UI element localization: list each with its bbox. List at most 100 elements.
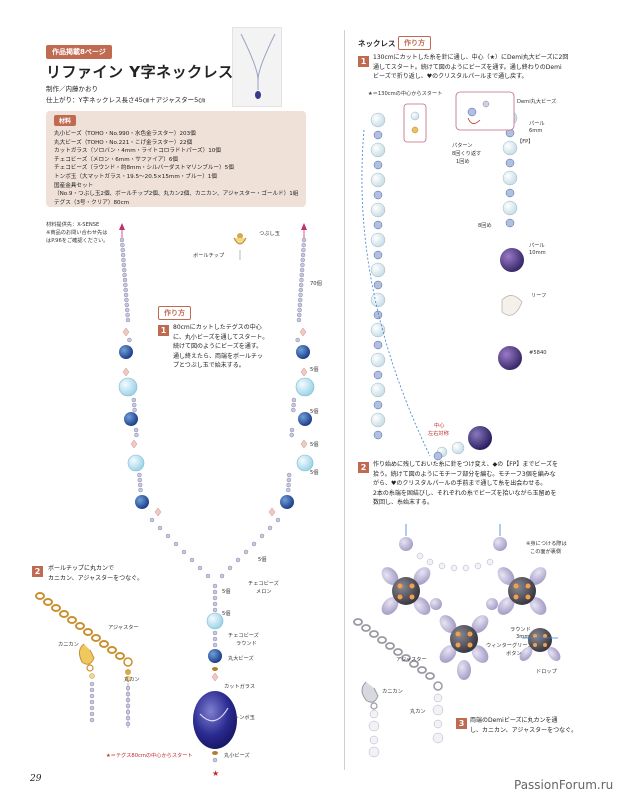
step-line: 数回し、糸始末する。: [373, 499, 434, 507]
howto-badge: 作り方: [158, 306, 191, 320]
step-line: 拾う。続けて図のようにモチーフ部分を編む。モチーフ3個を編みな: [373, 470, 556, 478]
step-line: 2本の糸端を固結びし、それぞれの糸でビーズを拾いながら玉留めを: [373, 489, 557, 497]
seed-bead: [132, 407, 137, 413]
seed-bead: [373, 190, 383, 200]
y-necklace-diagram: ★: [118, 223, 315, 778]
label-count-5: 5個: [310, 367, 319, 373]
step-line: 130cmにカットした糸を針に通し、中心（★）にDemi丸大ビーズに2回: [373, 54, 569, 61]
czech-round-bead: [280, 495, 294, 509]
seed-bead: [370, 322, 386, 338]
label-czech-melon: チェコビーズ: [248, 581, 279, 587]
motif-left: [381, 567, 431, 615]
seed-bead: [370, 412, 386, 428]
seed-bead: [370, 352, 386, 368]
step-line: がら、♥のクリスタルパールの手前まで通して糸を出会わせる。: [373, 480, 547, 488]
supplier-note: 材料提供先：X-SENSE: [46, 222, 100, 228]
product-photo: [232, 27, 282, 107]
seed-bead: [289, 432, 294, 438]
seed-bead: [373, 130, 383, 140]
necklace-pattern-diagram: [361, 91, 524, 461]
label-cutglass: カットガラス: [224, 684, 256, 690]
seed-bead: [373, 160, 383, 170]
material-item: トンボ玉（大マットガラス・19.5〜20.5×15mm・ブルー）1個: [54, 173, 217, 180]
seed-bead: [295, 337, 300, 343]
watermark: PassionForum.ru: [514, 778, 614, 792]
seed-bead: [297, 302, 303, 308]
label-marusho: 丸小ビーズ: [224, 753, 250, 759]
seed-bead: [137, 477, 143, 483]
label-adjuster: アジャスター: [108, 625, 139, 631]
seed-bead: [298, 282, 304, 288]
page-title: リファイン Y字ネックレス: [46, 63, 234, 81]
page-reference-badge: 作品掲載8ページ: [46, 45, 112, 59]
label-round-size: 3mm: [516, 634, 530, 640]
seed-bead: [289, 427, 295, 433]
step-line: カニカン、アジャスターをつなぐ。: [48, 574, 144, 582]
inquiry-note-2: はP.96をご確認ください。: [46, 238, 109, 244]
seed-bead: [373, 220, 383, 230]
seed-bead: [123, 292, 129, 298]
label-kanikan: カニカン: [382, 689, 403, 695]
label-5840: #5840: [529, 350, 547, 356]
wear-note-2: この面が裏側: [530, 549, 562, 555]
material-item: チェコビーズ（ラウンド・約8mm・シルバーダストマリンブルー）5個: [54, 165, 234, 172]
label-count-5: 5個: [310, 442, 319, 448]
label-czech-round-shape: ラウンド: [236, 641, 257, 647]
seed-bead: [370, 232, 386, 248]
seed-bead: [121, 262, 127, 268]
step-line: ビーズで折り返し、♥のクリスタルパールまで通し戻す。: [373, 73, 528, 81]
label-pearl-10-size: 10mm: [529, 250, 546, 256]
label-wintergreen: ウィンターグリーン: [486, 643, 533, 649]
label-kanikan: カニカン: [58, 642, 79, 648]
seed-bead: [373, 250, 383, 260]
seed-bead: [502, 140, 518, 156]
seed-bead: [121, 257, 126, 263]
seed-bead: [297, 312, 302, 318]
step-line: 作り始めに残しておいた糸に針をつけ変え、◆の【FP】までビーズを: [373, 461, 559, 468]
label-symmetry: 左右対称: [428, 431, 449, 437]
seed-bead: [299, 277, 304, 283]
step-line: 通し終えたら、両端をボールチッ: [173, 352, 264, 360]
right-strand: [286, 237, 307, 493]
seed-bead: [505, 188, 515, 198]
inquiry-note: ※商品のお問い合わせ先は: [46, 230, 108, 236]
seed-bead: [502, 200, 518, 216]
czech-round-bead: [135, 495, 149, 509]
seed-bead: [137, 482, 143, 488]
label-czech-melon-shape: メロン: [256, 589, 272, 595]
seed-bead: [370, 172, 386, 188]
step-line: ボールチップに丸カンで: [48, 565, 115, 572]
label-ballchip: ボールチップ: [193, 253, 225, 259]
label-round: ラウンド: [510, 627, 531, 633]
seed-bead: [124, 297, 129, 303]
left-strand: [119, 237, 143, 493]
seed-bead: [505, 158, 515, 168]
right-step3-instructions: 両端のDemiビーズに丸カンを通 し、カニカン、アジャスターをつなぐ。: [470, 716, 577, 735]
right-clasp-diagram: [353, 618, 444, 758]
seed-bead: [373, 310, 383, 320]
materials-box: 材料 丸小ビーズ（TOHO・No.990・水色金ラスター）203個 丸大ビーズ（…: [46, 111, 306, 207]
step-line: プとつぶし玉で始末する。: [173, 362, 245, 370]
label-center: 中心: [434, 423, 445, 429]
seed-bead: [298, 292, 303, 298]
seed-bead: [296, 317, 302, 323]
czech-round-bead: [296, 345, 310, 359]
seed-bead: [120, 252, 126, 258]
seed-bead: [286, 487, 291, 493]
step-number: 1: [358, 56, 369, 67]
label-count-5: 5個: [222, 611, 231, 617]
right-step2-instructions: 作り始めに残しておいた糸に針をつけ変え、◆の【FP】までビーズを 拾う。続けて図…: [373, 460, 613, 508]
section-title: ネックレス: [358, 39, 396, 48]
seed-bead: [122, 277, 128, 283]
seed-bead: [125, 312, 130, 318]
label-demi: Demi丸大ビーズ: [517, 99, 557, 105]
label-fp: 【FP】: [517, 139, 534, 145]
seed-bead: [301, 247, 306, 253]
label-marukan: 丸カン: [124, 677, 140, 683]
seed-bead: [124, 302, 130, 308]
step-number: 1: [158, 325, 169, 336]
seed-bead: [286, 477, 292, 483]
label-adjuster: アジャスター: [396, 657, 427, 663]
material-item: 丸大ビーズ（TOHO・No.221・こげ金ラスター）22個: [54, 139, 193, 146]
materials-list: 丸小ビーズ（TOHO・No.990・水色金ラスター）203個 丸大ビーズ（TOH…: [54, 130, 298, 207]
